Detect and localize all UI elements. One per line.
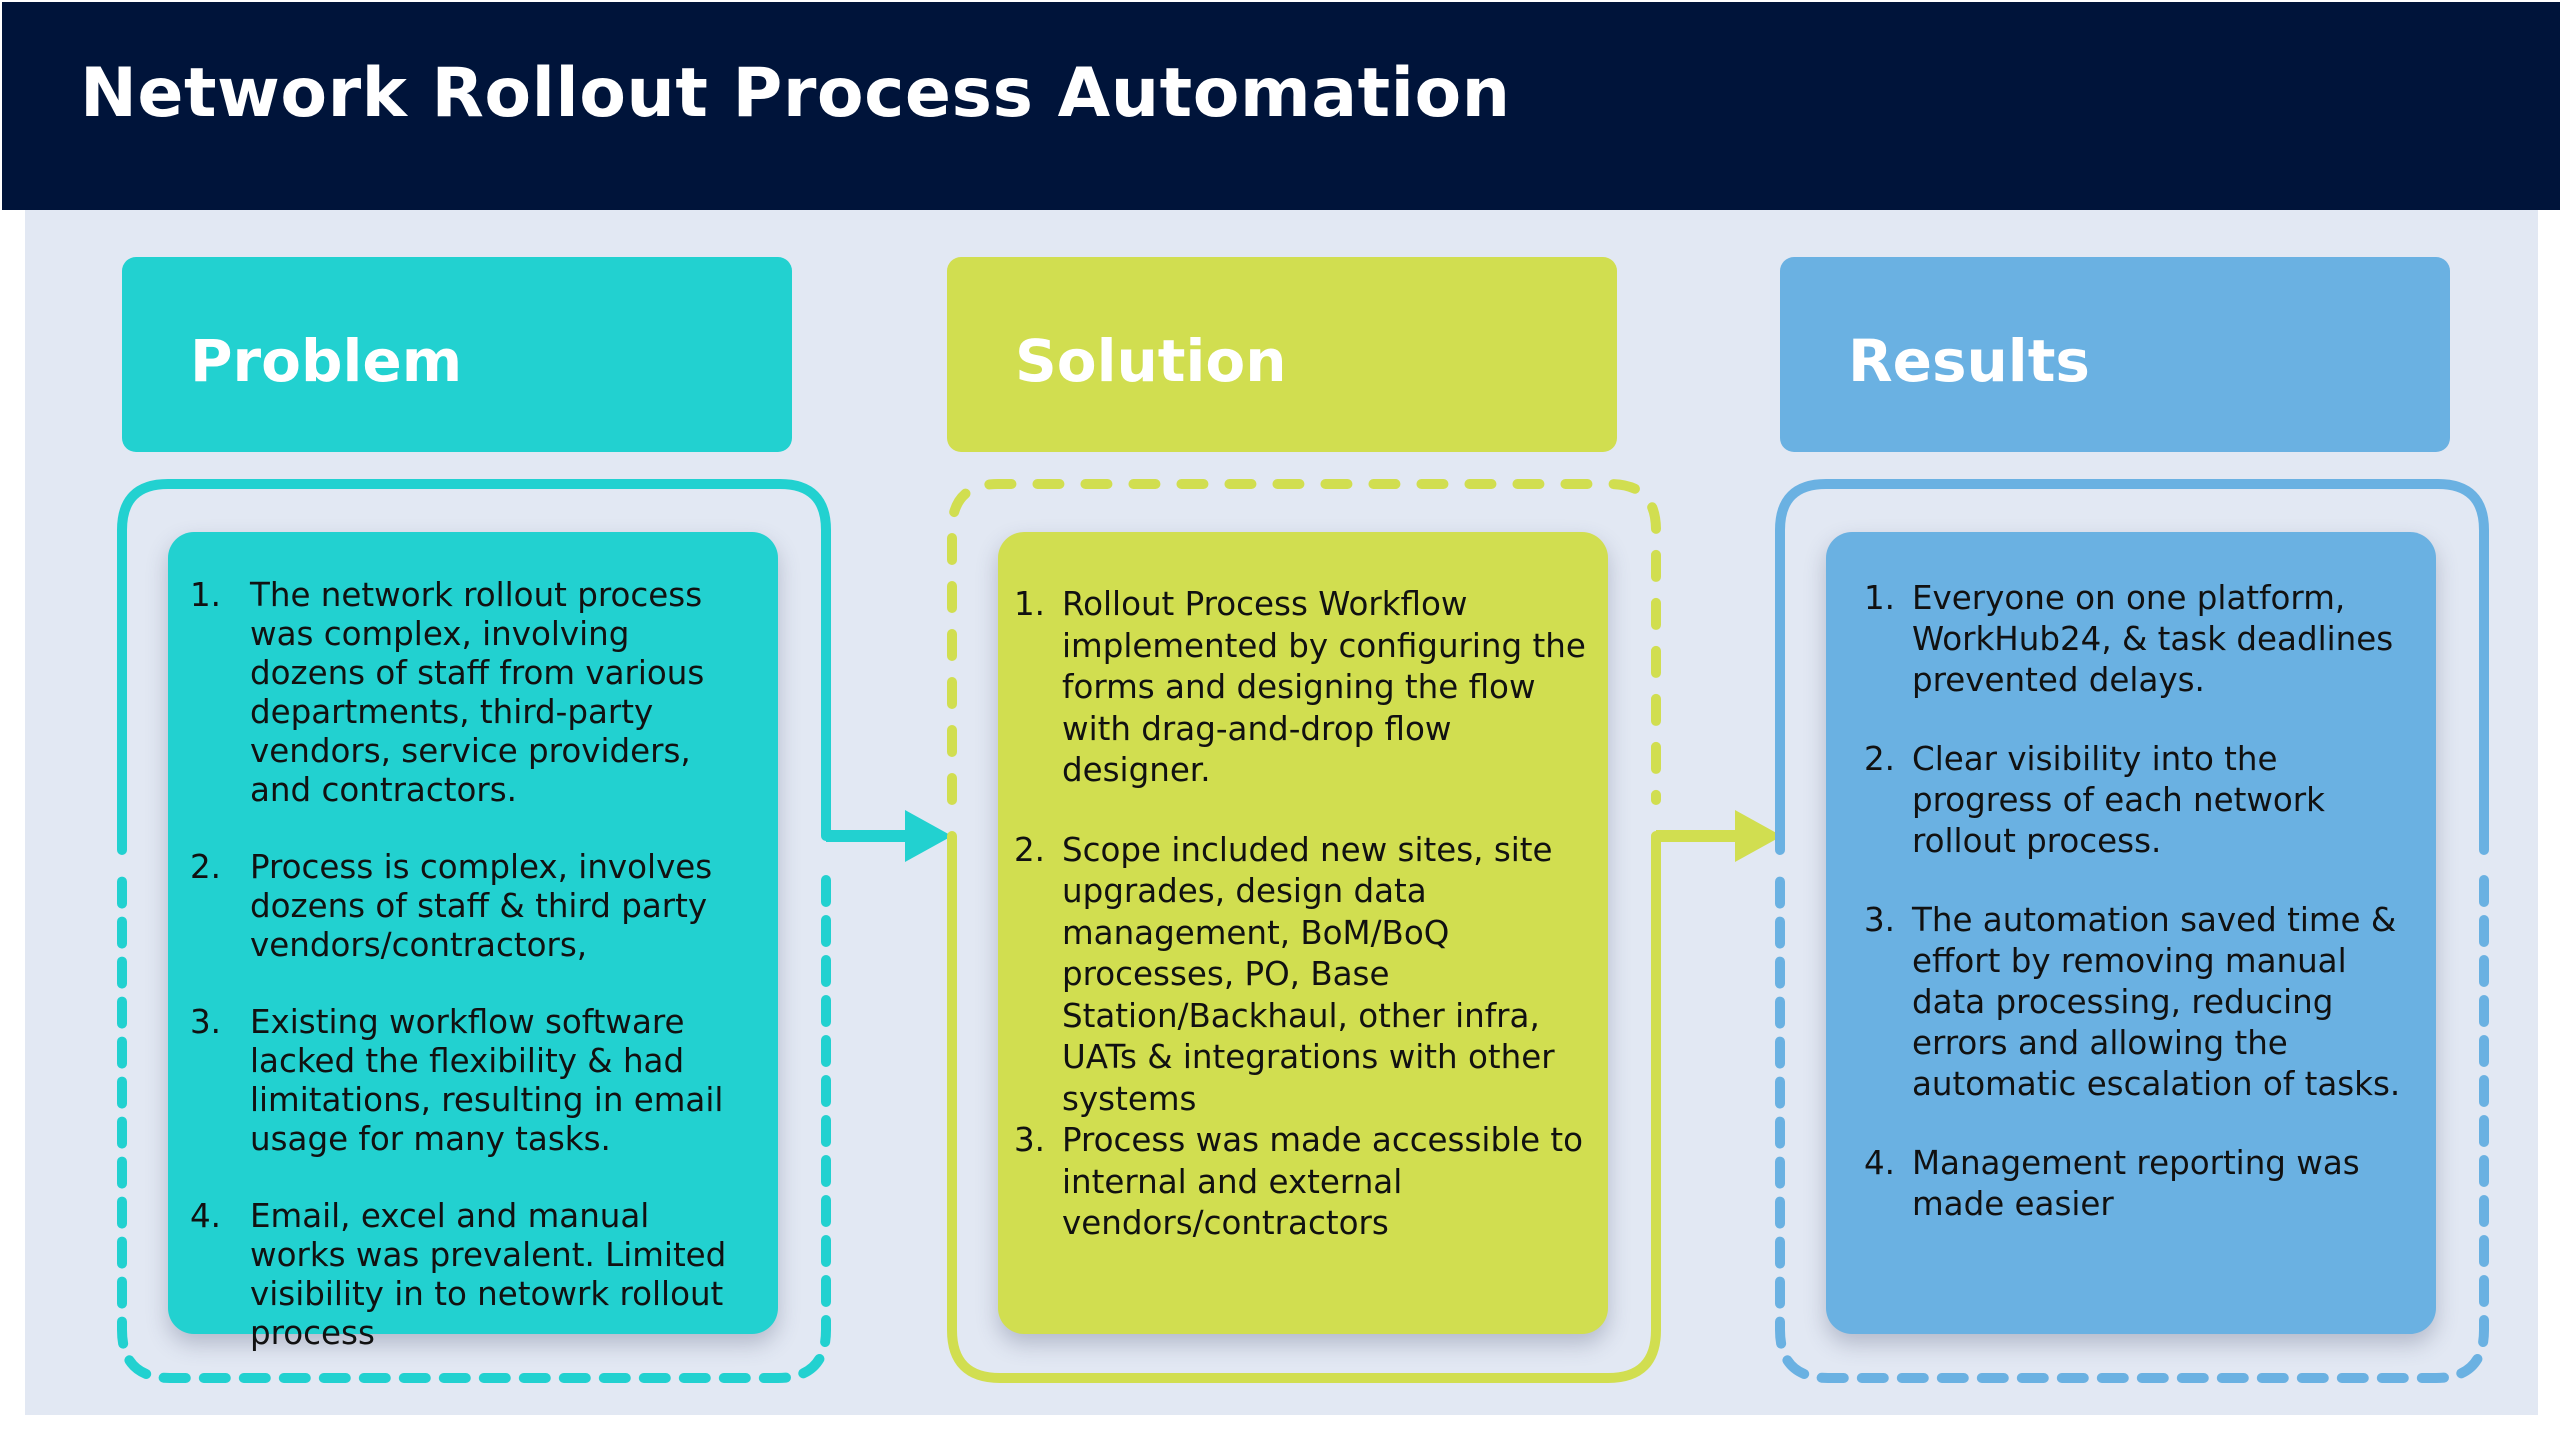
problem-card: 1. The network rollout process was compl… <box>168 532 778 1352</box>
problem-list: 1. The network rollout process was compl… <box>190 576 754 1353</box>
list-item: 3. Existing workflow software lacked the… <box>190 1003 754 1159</box>
list-item: 3. Process was made accessible to intern… <box>1014 1120 1590 1245</box>
list-item: 4. Management reporting was made easier <box>1864 1143 2422 1225</box>
item-number: 1. <box>1014 585 1046 623</box>
title-bar: Network Rollout Process Automation <box>2 2 2560 210</box>
item-text: The network rollout process was complex,… <box>250 576 705 809</box>
solution-heading: Solution <box>947 257 1617 452</box>
list-item: 1. The network rollout process was compl… <box>190 576 754 810</box>
item-text: Process was made accessible to internal … <box>1062 1121 1584 1242</box>
item-number: 4. <box>190 1197 222 1235</box>
item-text: Existing workflow software lacked the fl… <box>250 1003 724 1158</box>
item-text: Rollout Process Workflow implemented by … <box>1062 585 1586 789</box>
results-frame <box>1775 479 2489 1383</box>
solution-list: 1. Rollout Process Workflow implemented … <box>1014 584 1590 1245</box>
list-item: 1. Everyone on one platform, WorkHub24, … <box>1864 578 2422 701</box>
problem-frame <box>117 479 831 1383</box>
item-number: 3. <box>1864 901 1896 939</box>
list-item: 2. Process is complex, involves dozens o… <box>190 848 754 965</box>
results-list: 1. Everyone on one platform, WorkHub24, … <box>1864 578 2422 1225</box>
results-card: 1. Everyone on one platform, WorkHub24, … <box>1826 532 2436 1334</box>
item-text: Process is complex, involves dozens of s… <box>250 848 713 964</box>
list-item: 1. Rollout Process Workflow implemented … <box>1014 584 1590 792</box>
solution-card: 1. Rollout Process Workflow implemented … <box>998 532 1608 1334</box>
item-text: Management reporting was made easier <box>1912 1144 2360 1223</box>
list-item: 3. The automation saved time & effort by… <box>1864 900 2422 1105</box>
item-number: 2. <box>190 848 222 886</box>
arrow-right-icon <box>826 810 952 862</box>
results-heading: Results <box>1780 257 2450 452</box>
item-number: 3. <box>1014 1121 1046 1159</box>
item-number: 4. <box>1864 1144 1896 1182</box>
list-item: 2. Scope included new sites, site upgrad… <box>1014 830 1590 1121</box>
arrow-right-icon <box>1656 810 1782 862</box>
solution-frame-dashed-top <box>947 479 1661 805</box>
item-text: Clear visibility into the progress of ea… <box>1912 740 2325 860</box>
list-item: 2. Clear visibility into the progress of… <box>1864 739 2422 862</box>
item-text: Everyone on one platform, WorkHub24, & t… <box>1912 579 2394 699</box>
solution-frame-solid-bottom <box>947 831 1661 1383</box>
list-item: 4. Email, excel and manual works was pre… <box>190 1197 754 1353</box>
item-number: 3. <box>190 1003 222 1041</box>
item-number: 1. <box>1864 579 1896 617</box>
problem-heading: Problem <box>122 257 792 452</box>
page-title: Network Rollout Process Automation <box>80 54 1511 133</box>
item-number: 2. <box>1864 740 1896 778</box>
item-text: Scope included new sites, site upgrades,… <box>1062 830 1555 1118</box>
item-text: Email, excel and manual works was preval… <box>250 1197 727 1352</box>
item-number: 1. <box>190 576 222 614</box>
results-frame-solid-top <box>1775 479 2489 855</box>
solution-frame <box>947 479 1661 1383</box>
problem-frame-solid-top <box>117 479 831 855</box>
item-text: The automation saved time & effort by re… <box>1912 901 2401 1103</box>
item-number: 2. <box>1014 830 1046 869</box>
